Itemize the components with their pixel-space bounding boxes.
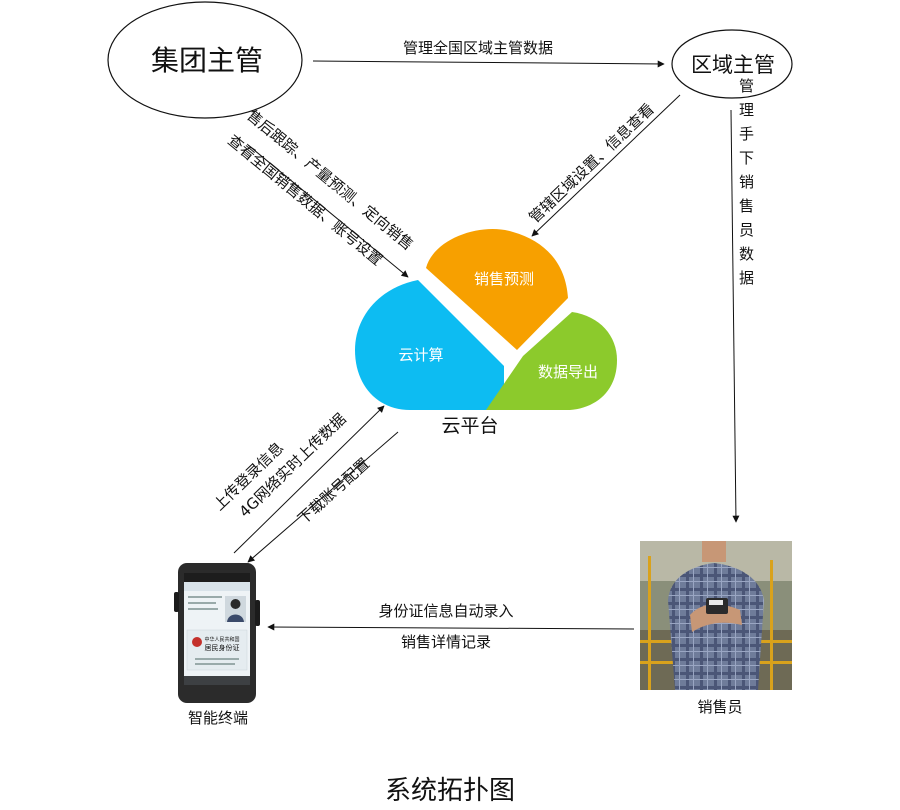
edge-salesperson-to-terminal: 身份证信息自动录入 销售详情记录 [267, 602, 635, 651]
edge-group-to-region: 管理全国区域主管数据 [312, 39, 665, 68]
edge-group-to-region-label: 管理全国区域主管数据 [403, 39, 553, 57]
edge-group-to-cloud: 售后跟踪、产量预测、定向销售 查看全国销售数据、账号设置 [224, 106, 417, 278]
edge-region-to-salesperson-label: 管理手下销售员数据 [737, 78, 755, 294]
shirt [668, 563, 764, 690]
salesperson-photo: 销售员 [640, 541, 792, 716]
cloud-compute-label: 云计算 [398, 346, 443, 364]
id-card-title-2: 居民身份证 [205, 643, 240, 652]
region-head-ellipse [671, 29, 793, 99]
region-head-node: 区域主管 [671, 29, 793, 99]
edge-region-to-cloud: 管辖区域设置、信息查看 [526, 94, 681, 237]
sales-forecast-segment [426, 229, 568, 350]
edge-salesperson-to-terminal-label-2: 销售详情记录 [401, 633, 491, 651]
data-export-label: 数据导出 [538, 363, 598, 381]
device-label: 智能终端 [188, 709, 248, 727]
group-head-ellipse [107, 1, 303, 119]
edge-region-to-cloud-label: 管辖区域设置、信息查看 [526, 100, 658, 227]
smart-terminal-device: 中华人民共和国 居民身份证 智能终端 [174, 563, 260, 727]
cloud-platform-label: 云平台 [441, 415, 498, 437]
edge-region-to-salesperson: 管理手下销售员数据 [730, 78, 755, 523]
cloud-compute-segment [355, 280, 504, 410]
group-head-label: 集团主管 [151, 44, 263, 77]
diagram-caption: 系统拓扑图 [384, 776, 515, 806]
sales-forecast-label: 销售预测 [474, 270, 534, 288]
edge-cloud-to-terminal-label: 下载账号配置 [294, 454, 373, 528]
salesperson-label: 销售员 [697, 698, 742, 716]
emblem-icon [192, 637, 202, 647]
data-export-segment [486, 312, 617, 410]
edge-salesperson-to-terminal-label-1: 身份证信息自动录入 [378, 602, 513, 620]
group-head-node: 集团主管 [107, 1, 303, 119]
id-card-title-1: 中华人民共和国 [204, 636, 239, 643]
cloud-platform: 销售预测 云计算 数据导出 云平台 [355, 229, 617, 437]
region-head-label: 区域主管 [691, 53, 775, 77]
